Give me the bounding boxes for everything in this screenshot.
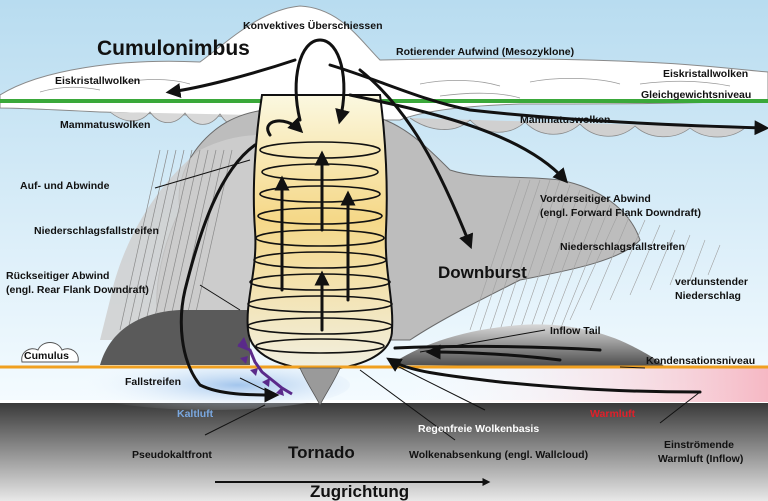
label-direction: Zugrichtung xyxy=(310,482,409,501)
label-condensation: Kondensationsniveau xyxy=(646,355,755,367)
label-rfd-2: (engl. Rear Flank Downdraft) xyxy=(6,284,149,296)
label-mammatus-left: Mammatuswolken xyxy=(60,119,150,131)
label-downburst: Downburst xyxy=(438,263,527,282)
label-warm-air: Warmluft xyxy=(590,408,636,420)
label-ffd-2: (engl. Forward Flank Downdraft) xyxy=(540,207,701,219)
leader-lines xyxy=(154,159,701,441)
label-inflow-1: Einströmende xyxy=(664,439,734,451)
label-rfd-1: Rückseitiger Abwind xyxy=(6,270,109,282)
mesocyclone-spiral xyxy=(247,141,393,354)
ground xyxy=(0,403,768,501)
label-fallstreifen: Fallstreifen xyxy=(125,376,181,388)
anvil-texture xyxy=(39,77,731,99)
label-inflow-tail: Inflow Tail xyxy=(550,325,601,337)
flow-arrows xyxy=(165,38,768,403)
label-rainfree: Regenfreie Wolkenbasis xyxy=(418,423,539,435)
label-ffd-1: Vorderseitiger Abwind xyxy=(540,193,651,205)
label-precip-left: Niederschlagsfallstreifen xyxy=(34,225,159,237)
label-tornado: Tornado xyxy=(288,443,355,462)
label-mammatus-right: Mammatuswolken xyxy=(520,114,610,126)
diagram-title: Cumulonimbus xyxy=(97,37,250,60)
label-cold-air: Kaltluft xyxy=(177,408,214,420)
cumulus-cloud xyxy=(21,342,79,363)
label-pseudo-cold-front: Pseudokaltfront xyxy=(132,449,212,461)
tornado-funnel xyxy=(299,367,341,406)
cold-air-pool xyxy=(70,360,350,410)
label-evaporating-2: Niederschlag xyxy=(675,290,741,302)
label-mesocyclone: Rotierender Aufwind (Mesozyklone) xyxy=(396,46,574,58)
label-overshoot: Konvektives Überschiessen xyxy=(243,19,382,32)
label-inflow-2: Warmluft (Inflow) xyxy=(658,453,743,465)
label-evaporating-1: verdunstender xyxy=(675,276,748,288)
label-cumulus: Cumulus xyxy=(24,350,69,362)
label-precip-right: Niederschlagsfallstreifen xyxy=(560,241,685,253)
precip-streaks-right xyxy=(469,179,721,331)
label-wallcloud: Wolkenabsenkung (engl. Wallcloud) xyxy=(409,449,588,461)
label-anvil-right: Eiskristallwolken xyxy=(663,68,748,80)
label-updrafts: Auf- und Abwinde xyxy=(20,180,110,192)
label-equilibrium: Gleichgewichtsniveau xyxy=(641,89,751,101)
mammatus-right xyxy=(409,117,746,138)
rear-shelf xyxy=(100,310,250,365)
label-anvil-left: Eiskristallwolken xyxy=(55,75,140,87)
warm-air-zone xyxy=(400,368,768,402)
